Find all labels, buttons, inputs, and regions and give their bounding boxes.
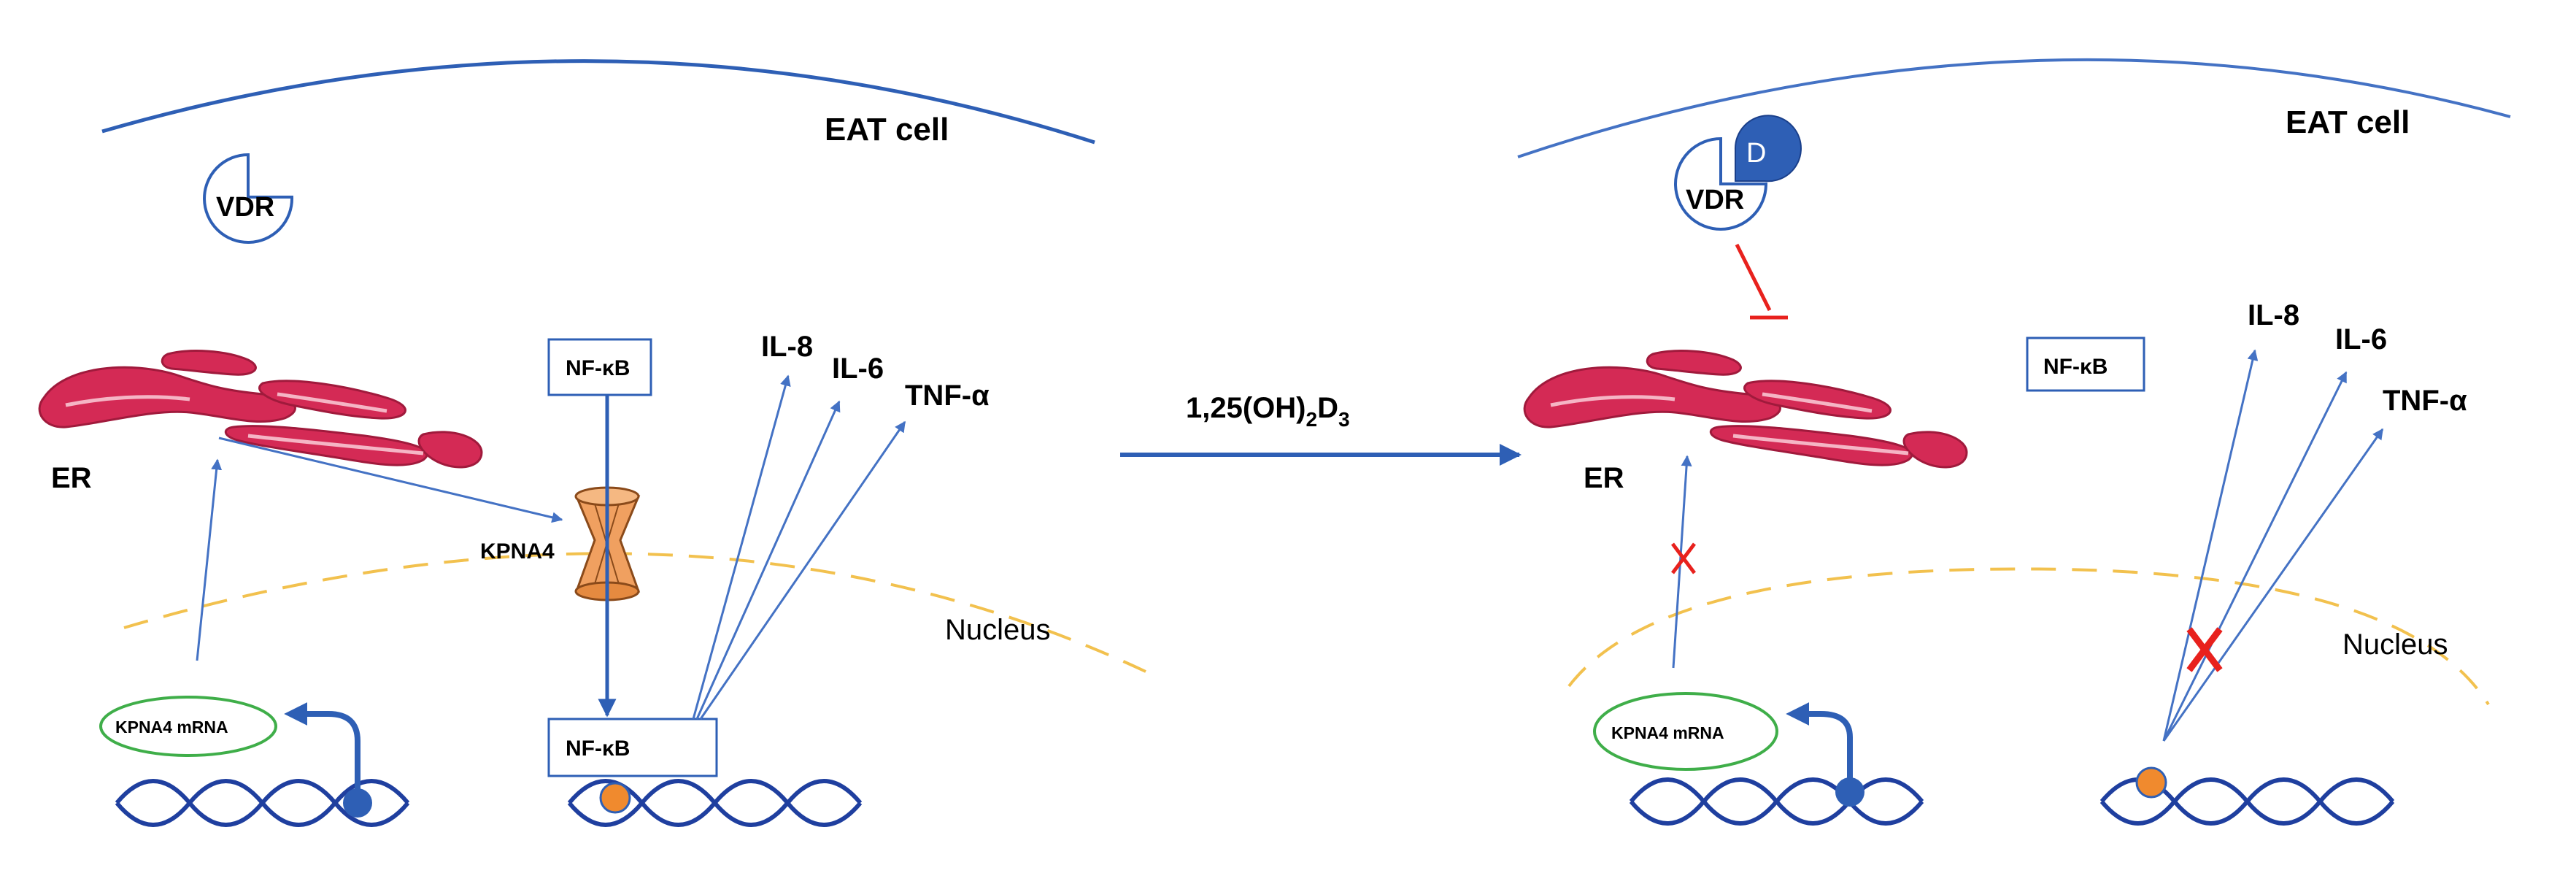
left-cell-label: EAT cell <box>825 112 949 147</box>
right-er <box>1524 351 1967 467</box>
left-il6-arrow <box>695 400 841 720</box>
left-cytokine-il6: IL-6 <box>832 353 884 385</box>
right-il6-arrow <box>2162 371 2348 742</box>
right-nucleus-envelope <box>1567 567 2490 706</box>
left-nfkb-dna-binding <box>599 782 631 814</box>
left-nfkb-bottom-box: NF-κB <box>547 718 718 777</box>
left-cytokine-il8: IL-8 <box>761 331 813 363</box>
right-il8-arrow <box>2162 349 2259 742</box>
right-dna-kpna4 <box>1631 780 1922 823</box>
right-nfkb-dna-binding <box>2135 766 2167 799</box>
right-cell-membrane <box>1517 58 2511 158</box>
left-vdr-dna-binding <box>343 788 372 818</box>
left-nfkb-top-label: NF-κB <box>566 356 630 380</box>
treatment: 1,25(OH)2D3 <box>1120 392 1522 466</box>
left-er-label: ER <box>51 462 92 494</box>
right-vdr-dna-binding <box>1835 777 1864 807</box>
left-tnfa-arrow <box>699 420 906 720</box>
right-vitamin-d-ligand: D <box>1734 115 1802 182</box>
left-cell-membrane <box>101 59 1095 145</box>
right-cytokine-tnfa: TNF-α <box>2383 385 2467 417</box>
left-er-to-kpna4-arrow <box>218 437 563 523</box>
right-cytokine-il8: IL-8 <box>2248 299 2299 331</box>
right-vdr-label: VDR <box>1686 185 1744 215</box>
right-nfkb-box: NF-κB <box>2026 337 2145 392</box>
left-er <box>39 351 482 467</box>
right-panel: EAT cell VDR D ER Nucleus NF-κB <box>1517 58 2511 823</box>
left-vdr-label: VDR <box>216 192 274 223</box>
left-mrna-label: KPNA4 mRNA <box>115 718 228 737</box>
left-panel: EAT cell VDR ER Nucleus NF-κB KPNA4 NF-κ… <box>39 59 1146 825</box>
right-er-label: ER <box>1584 462 1624 494</box>
right-nucleus-label: Nucleus <box>2342 628 2448 661</box>
right-cell-label: EAT cell <box>2286 104 2410 140</box>
right-tnfa-arrow <box>2162 428 2384 742</box>
left-mrna-to-er-arrow <box>196 458 223 661</box>
right-mrna-label: KPNA4 mRNA <box>1611 723 1724 742</box>
right-cytokine-block-x <box>2186 627 2223 672</box>
left-vdr-receptor: VDR <box>203 153 294 244</box>
left-kpna4-label: KPNA4 <box>480 539 555 564</box>
left-nucleus-label: Nucleus <box>945 614 1051 646</box>
left-kpna4-mrna: KPNA4 mRNA <box>99 696 277 757</box>
right-vdr-inhibition <box>1735 243 1788 320</box>
left-nucleus-envelope <box>123 552 1146 673</box>
right-transcription-arrow <box>1786 702 1853 779</box>
left-cytokine-tnfa: TNF-α <box>905 380 990 412</box>
left-nfkb-top-box: NF-κB <box>547 338 652 396</box>
right-ligand-label: D <box>1746 138 1766 169</box>
left-transcription-arrow <box>284 702 360 790</box>
left-nfkb-bottom-label: NF-κB <box>566 737 630 761</box>
right-mrna-block-x <box>1671 542 1696 574</box>
right-cytokine-il6: IL-6 <box>2335 323 2387 355</box>
right-kpna4-mrna: KPNA4 mRNA <box>1593 692 1778 771</box>
right-nfkb-label: NF-κB <box>2043 355 2108 379</box>
right-vdr-receptor: VDR <box>1674 137 1768 231</box>
left-il8-arrow <box>692 374 791 720</box>
treatment-label: 1,25(OH)2D3 <box>1186 392 1350 431</box>
